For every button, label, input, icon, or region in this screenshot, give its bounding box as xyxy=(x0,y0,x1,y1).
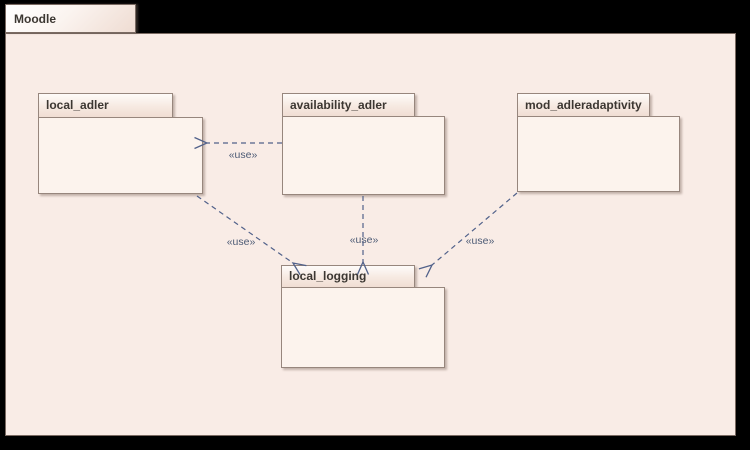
package-mod_adleradaptivity-body[interactable] xyxy=(517,116,680,192)
package-local_adler-body[interactable] xyxy=(38,117,203,194)
package-local_adler-label: local_adler xyxy=(46,98,109,112)
edge-label-use-local_adler-local_logging: «use» xyxy=(226,236,256,248)
package-local_logging-body[interactable] xyxy=(281,287,445,368)
package-local_logging-label: local_logging xyxy=(289,269,367,283)
package-mod_adleradaptivity-label: mod_adleradaptivity xyxy=(525,98,642,112)
edge-local_adler-to-local_logging[interactable] xyxy=(196,195,293,263)
edge-label-use-availability_adler-local_logging: «use» xyxy=(349,234,379,246)
package-local_adler-tab[interactable]: local_adler xyxy=(38,93,173,118)
edge-mod_adleradaptivity-to-local_logging[interactable] xyxy=(432,192,518,265)
package-local_logging-tab[interactable]: local_logging xyxy=(281,265,415,288)
package-mod_adleradaptivity-tab[interactable]: mod_adleradaptivity xyxy=(517,93,650,117)
package-availability_adler-body[interactable] xyxy=(282,116,445,195)
moodle-frame-label: Moodle xyxy=(14,12,56,26)
moodle-frame-tab[interactable]: Moodle xyxy=(5,4,136,33)
edge-label-use-availability_adler-local_adler: «use» xyxy=(228,149,258,161)
edge-label-use-mod_adleradaptivity-local_logging: «use» xyxy=(465,235,495,247)
package-availability_adler-label: availability_adler xyxy=(290,98,387,112)
package-availability_adler-tab[interactable]: availability_adler xyxy=(282,93,415,117)
